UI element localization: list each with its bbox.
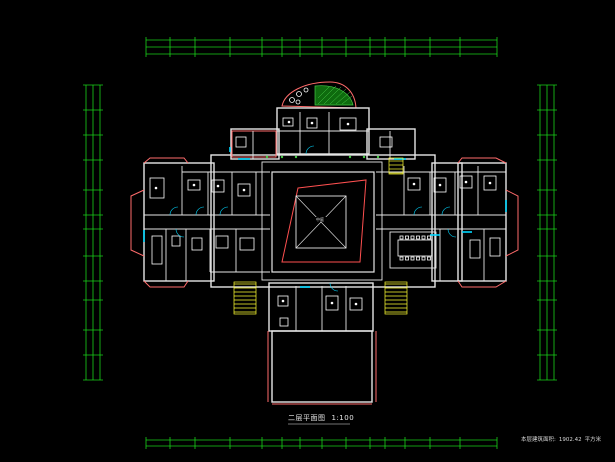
chair-marker xyxy=(287,120,291,124)
furniture-details xyxy=(154,120,492,306)
drawing-scale: 1:100 xyxy=(331,414,355,422)
chair-marker xyxy=(412,182,416,186)
conference-chair xyxy=(410,235,415,240)
atrium-label: 中庭 xyxy=(316,216,324,222)
stairwells xyxy=(233,157,408,315)
chair-marker xyxy=(154,186,158,190)
conference-chair xyxy=(427,256,431,261)
chair-marker xyxy=(330,301,334,305)
chair-marker xyxy=(192,183,196,187)
chair-marker xyxy=(438,183,442,187)
chair-marker xyxy=(242,188,246,192)
building-walls xyxy=(143,107,507,403)
floor-area-unit: 平方米 xyxy=(584,437,602,443)
floor-area-label: 本层建筑面积: xyxy=(521,437,556,443)
drawing-title: 二层平面图 1:100 xyxy=(288,413,354,423)
chair-marker xyxy=(488,181,492,185)
chair-marker xyxy=(346,122,350,126)
chair-marker xyxy=(310,121,314,125)
conference-chair xyxy=(405,235,409,240)
dimension-lines xyxy=(85,39,555,447)
conference-chair xyxy=(416,235,420,240)
conference-chair xyxy=(399,256,404,261)
exterior-wall-accents xyxy=(130,130,519,405)
garden-area xyxy=(281,81,357,109)
chair-marker xyxy=(281,299,285,303)
interior-partitions xyxy=(144,112,506,331)
furniture xyxy=(149,117,501,327)
conference-chair xyxy=(421,235,426,240)
chair-marker xyxy=(464,180,468,184)
drawing-title-text: 二层平面图 xyxy=(288,414,326,422)
conference-chair xyxy=(427,235,431,240)
floor-area-value: 1902.42 xyxy=(558,437,582,443)
conference-chair xyxy=(410,256,415,261)
conference-chair xyxy=(421,256,426,261)
conference-chair xyxy=(405,256,409,261)
chair-marker xyxy=(216,184,220,188)
dimension-ticks xyxy=(83,37,557,449)
windows xyxy=(143,147,507,288)
planters xyxy=(265,155,380,159)
doors xyxy=(169,145,457,292)
chair-marker xyxy=(354,302,358,306)
conference-chair xyxy=(416,256,420,261)
central-atrium: 中庭 xyxy=(271,171,375,273)
conference-chair xyxy=(399,235,404,240)
